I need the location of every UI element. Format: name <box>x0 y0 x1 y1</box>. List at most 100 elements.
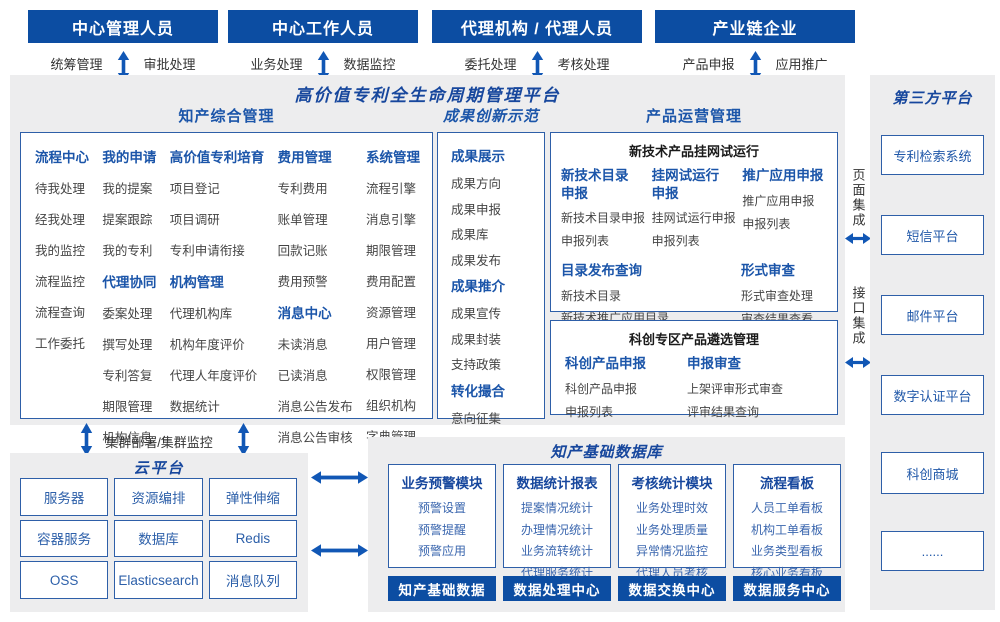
section-achievement-demo: 成果创新示范 成果展示 成果方向成果申报成果库成果发布 成果推介 成果宣传成果封… <box>437 105 545 477</box>
cloud-service: Redis <box>208 519 297 558</box>
module-item: 申报列表 <box>561 234 610 249</box>
database-module: 流程看板 人员工单看板机构工单看板业务类型看板核心业务看板 <box>733 464 841 580</box>
section-product-operation: 产品运营管理 新技术产品挂网试运行 新技术目录申报 新技术目录申报申报列表 挂网… <box>550 105 838 419</box>
cluster-connector: 集群部署/集群监控 <box>10 423 308 457</box>
module-item: 账单管理 <box>277 213 328 227</box>
module-item: 申报列表 <box>565 404 614 419</box>
module-item: 预警应用 <box>417 544 466 558</box>
module-column: 我的申请 我的提案提案跟踪我的专利 代理协同 委案处理撰写处理专利答复期限管理机… <box>102 146 156 445</box>
module-item: 已读消息 <box>277 369 328 383</box>
database-badge: 数据服务中心 <box>733 576 841 601</box>
module-item: 成果申报 <box>451 202 502 217</box>
module-group-header: 成果推介 <box>451 279 505 294</box>
third-party-system: 科创商城 <box>881 452 984 494</box>
module-group-header: 新技术目录申报 <box>561 168 629 201</box>
trial-columns: 新技术目录申报 新技术目录申报申报列表 挂网试运行申报 挂网试运行申报申报列表 … <box>551 167 837 255</box>
module-group-header: 费用管理 <box>277 150 332 165</box>
database-badges: 知产基础数据数据处理中心数据交换中心数据服务中心 <box>388 576 841 601</box>
module-item: 新技术目录 <box>561 288 622 303</box>
integration-column: 页面集成 接口集成 <box>845 75 871 610</box>
module-group: 申报审查 上架评审形式审查评审结果查询 <box>687 355 823 426</box>
module-group-header: 目录发布查询 <box>561 263 642 279</box>
platform-title: 高价值专利全生命周期管理平台 <box>294 86 561 105</box>
module-item: 委案处理 <box>102 307 153 321</box>
actor-group: 中心工作人员 业务处理 数据监控 <box>228 10 418 82</box>
module-item: 挂网试运行申报 <box>651 211 736 226</box>
module-item: 用户管理 <box>365 337 416 351</box>
module-group-header: 高价值专利培育 <box>169 150 265 165</box>
third-party-system: 短信平台 <box>881 215 984 255</box>
module-item: 费用预警 <box>277 275 328 289</box>
module-group-header: 挂网试运行申报 <box>651 168 720 201</box>
module-group: 我的申请 我的提案提案跟踪我的专利 <box>102 146 156 271</box>
module-item: 申报列表 <box>651 234 700 249</box>
cloud-platform-title: 云平台 <box>133 460 185 477</box>
module-item: 意向征集 <box>451 411 502 426</box>
module-item: 数据统计 <box>169 400 220 414</box>
module-item: 撰写处理 <box>102 338 153 352</box>
section-title: 产品运营管理 <box>645 108 742 125</box>
section-title: 知产综合管理 <box>178 108 275 125</box>
actor-functions: 委托处理 考核处理 <box>432 43 642 82</box>
module-item: 专利费用 <box>277 182 328 196</box>
module-group-header: 科创产品申报 <box>565 356 646 371</box>
module-item: 专利答复 <box>102 369 153 383</box>
module-item: 期限管理 <box>102 400 153 414</box>
module-item: 预警设置 <box>417 501 466 515</box>
third-party-title: 第三方平台 <box>892 90 973 107</box>
database-badge: 数据处理中心 <box>503 576 611 601</box>
module-item: 预警提醒 <box>417 522 466 537</box>
module-group-header: 我的申请 <box>102 150 157 165</box>
module-item-list: 挂网试运行申报申报列表 <box>652 209 737 249</box>
module-item: 代理人年度评价 <box>169 369 258 383</box>
module-item: 我的专利 <box>102 244 153 258</box>
module-item: 推广应用申报 <box>742 193 815 208</box>
cloud-service: 消息队列 <box>208 561 297 599</box>
database-badge: 数据交换中心 <box>618 576 726 601</box>
module-item: 支持政策 <box>451 358 502 372</box>
module-item: 项目调研 <box>169 213 220 227</box>
module-item: 我的监控 <box>35 244 86 258</box>
module-group: 机构管理 代理机构库机构年度评价代理人年度评价数据统计 <box>170 271 265 427</box>
actor-functions: 产品申报 应用推广 <box>655 43 855 82</box>
actor-group: 中心管理人员 统筹管理 审批处理 <box>28 10 218 82</box>
achievement-box: 成果展示 成果方向成果申报成果库成果发布 成果推介 成果宣传成果封装支持政策 转… <box>437 132 545 477</box>
module-group: 成果展示 成果方向成果申报成果库成果发布 <box>451 145 541 269</box>
trial-run-title: 新技术产品挂网试运行 <box>628 144 759 159</box>
module-item-list: 业务处理时效业务处理质量异常情况监控代理人员考核 <box>619 499 725 581</box>
third-party-system: ...... <box>881 531 984 571</box>
module-item-list: 预警设置预警提醒预警应用 <box>389 499 495 559</box>
module-item-list: 科创产品申报申报列表 <box>565 380 687 420</box>
actor-group: 产业链企业 产品申报 应用推广 <box>655 10 855 82</box>
module-item: 未读消息 <box>277 338 328 352</box>
module-group: 推广应用申报 推广应用申报申报列表 <box>742 167 827 255</box>
actor-function-left: 统筹管理 <box>50 57 103 72</box>
third-party-system: 专利检索系统 <box>881 135 984 175</box>
actor-functions: 统筹管理 审批处理 <box>28 43 218 82</box>
module-item: 业务处理时效 <box>635 501 708 515</box>
module-group-header: 成果展示 <box>451 149 505 164</box>
module-item-list: 项目登记项目调研专利申请衔接 <box>170 178 265 259</box>
module-group-header: 转化撮合 <box>451 383 505 399</box>
actor-title: 中心管理人员 <box>28 10 218 43</box>
vertical-double-arrow-icon <box>80 423 93 456</box>
module-item: 业务类型看板 <box>750 544 823 558</box>
cloud-service: 资源编排 <box>114 478 203 516</box>
module-item: 机构年度评价 <box>169 338 245 352</box>
module-item-list: 推广应用申报申报列表 <box>742 192 827 232</box>
module-group-header: 业务预警模块 <box>401 476 483 491</box>
module-group: 科创产品申报 科创产品申报申报列表 <box>565 355 687 426</box>
module-item: 工作委托 <box>35 337 86 351</box>
database-module: 考核统计模块 业务处理时效业务处理质量异常情况监控代理人员考核 <box>618 464 726 580</box>
database-badge: 知产基础数据 <box>388 576 496 601</box>
module-item: 回款记账 <box>277 244 328 258</box>
actor-function-left: 委托处理 <box>464 57 517 72</box>
module-group: 成果推介 成果宣传成果封装支持政策 <box>451 275 541 373</box>
module-column: 高价值专利培育 项目登记项目调研专利申请衔接 机构管理 代理机构库机构年度评价代… <box>170 146 265 418</box>
third-party-system: 数字认证平台 <box>881 375 984 415</box>
cloud-service: Elasticsearch <box>114 561 203 599</box>
actor-group: 代理机构 / 代理人员 委托处理 考核处理 <box>432 10 642 82</box>
selection-box: 科创专区产品遴选管理 科创产品申报 科创产品申报申报列表 申报审查 上架评审形式… <box>550 320 838 419</box>
